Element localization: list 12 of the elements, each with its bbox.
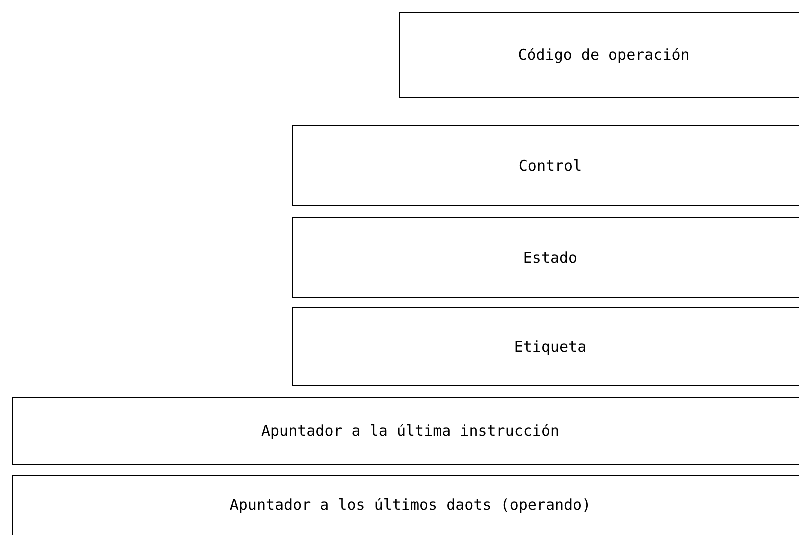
field-label: Código de operación bbox=[518, 46, 690, 64]
field-label: Apuntador a la última instrucción bbox=[261, 422, 560, 440]
field-box bbox=[12, 475, 799, 535]
field-box bbox=[12, 397, 799, 465]
field-label: Estado bbox=[523, 248, 578, 266]
field-label: Control bbox=[518, 156, 582, 174]
field-box bbox=[292, 217, 799, 298]
field-box bbox=[399, 12, 799, 98]
field-box bbox=[292, 125, 799, 206]
field-label: Apuntador a los últimos daots (operando) bbox=[230, 496, 592, 514]
field-box bbox=[292, 307, 799, 386]
field-label: Etiqueta bbox=[514, 338, 587, 356]
